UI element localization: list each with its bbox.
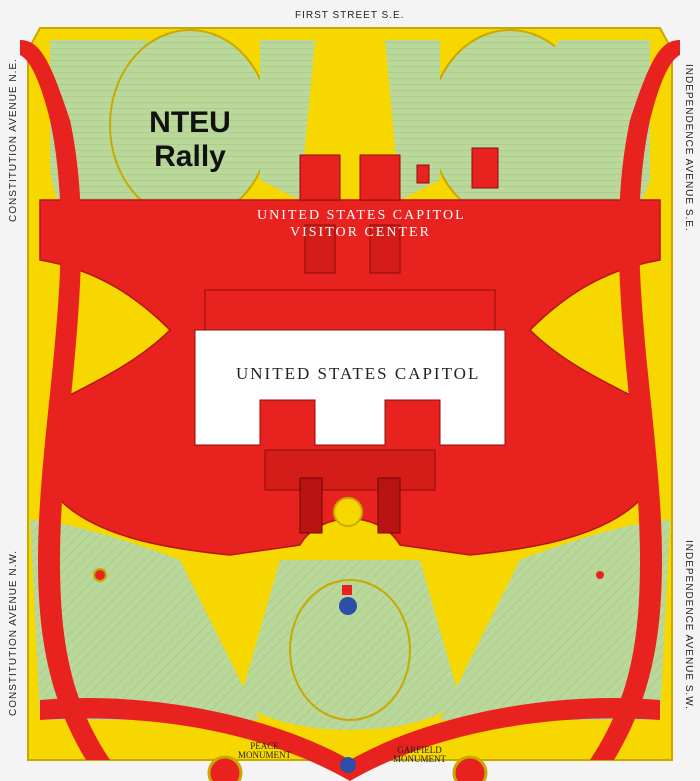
visitor-center-label-line1: UNITED STATES CAPITOL xyxy=(257,208,466,223)
street-independence-se: INDEPENDENCE AVENUE S.E. xyxy=(683,64,694,232)
street-constitution-ne: CONSTITUTION AVENUE N.E. xyxy=(8,58,19,222)
peace-monument-label: PEACE MONUMENT xyxy=(238,742,291,760)
west-front-plaza xyxy=(333,497,363,527)
capitol-steps-east xyxy=(377,477,401,534)
capitol-terrace-south xyxy=(264,449,436,491)
fountain-south xyxy=(340,757,356,773)
garfield-monument-circle xyxy=(452,755,488,781)
street-independence-sw: INDEPENDENCE AVENUE S.W. xyxy=(683,540,694,710)
restricted-road-south xyxy=(40,698,660,781)
garfield-monument-line1: GARFIELD xyxy=(397,745,442,755)
garfield-monument-label: GARFIELD MONUMENT xyxy=(393,746,446,764)
restricted-road-east xyxy=(590,40,680,760)
lawn-south-oval xyxy=(289,579,411,721)
restricted-road-west xyxy=(20,40,110,760)
south-marker xyxy=(342,585,352,595)
visitor-center-stair-west xyxy=(304,224,336,274)
peace-monument-line2: MONUMENT xyxy=(238,750,291,760)
lawn-northeast-outer xyxy=(520,40,650,240)
nteu-rally-label: NTEU Rally xyxy=(135,106,245,174)
nteu-rally-line2: Rally xyxy=(154,140,226,173)
visitor-center-stair-east xyxy=(369,224,401,274)
visitor-center-entry-west xyxy=(299,154,341,201)
kiosk-large xyxy=(471,147,499,189)
kiosk-small xyxy=(416,164,430,184)
capitol-steps-west xyxy=(299,477,323,534)
visitor-center-label-line2: VISITOR CENTER xyxy=(290,225,431,240)
street-constitution-nw: CONSTITUTION AVENUE N.W. xyxy=(8,549,19,716)
peace-monument-line1: PEACE xyxy=(250,741,279,751)
capitol-building xyxy=(194,329,506,446)
street-first-street: FIRST STREET S.E. xyxy=(295,10,405,21)
feature-east xyxy=(596,571,604,579)
garfield-monument-line2: MONUMENT xyxy=(393,754,446,764)
visitor-center-entry-east xyxy=(359,154,401,201)
lawn-southeast xyxy=(440,520,670,720)
nteu-rally-line1: NTEU xyxy=(149,106,231,139)
feature-west xyxy=(93,568,107,582)
fountain-north xyxy=(339,597,357,615)
lawn-southwest xyxy=(30,520,260,720)
capitol-label: UNITED STATES CAPITOL xyxy=(236,364,481,383)
peace-monument-circle xyxy=(207,755,243,781)
